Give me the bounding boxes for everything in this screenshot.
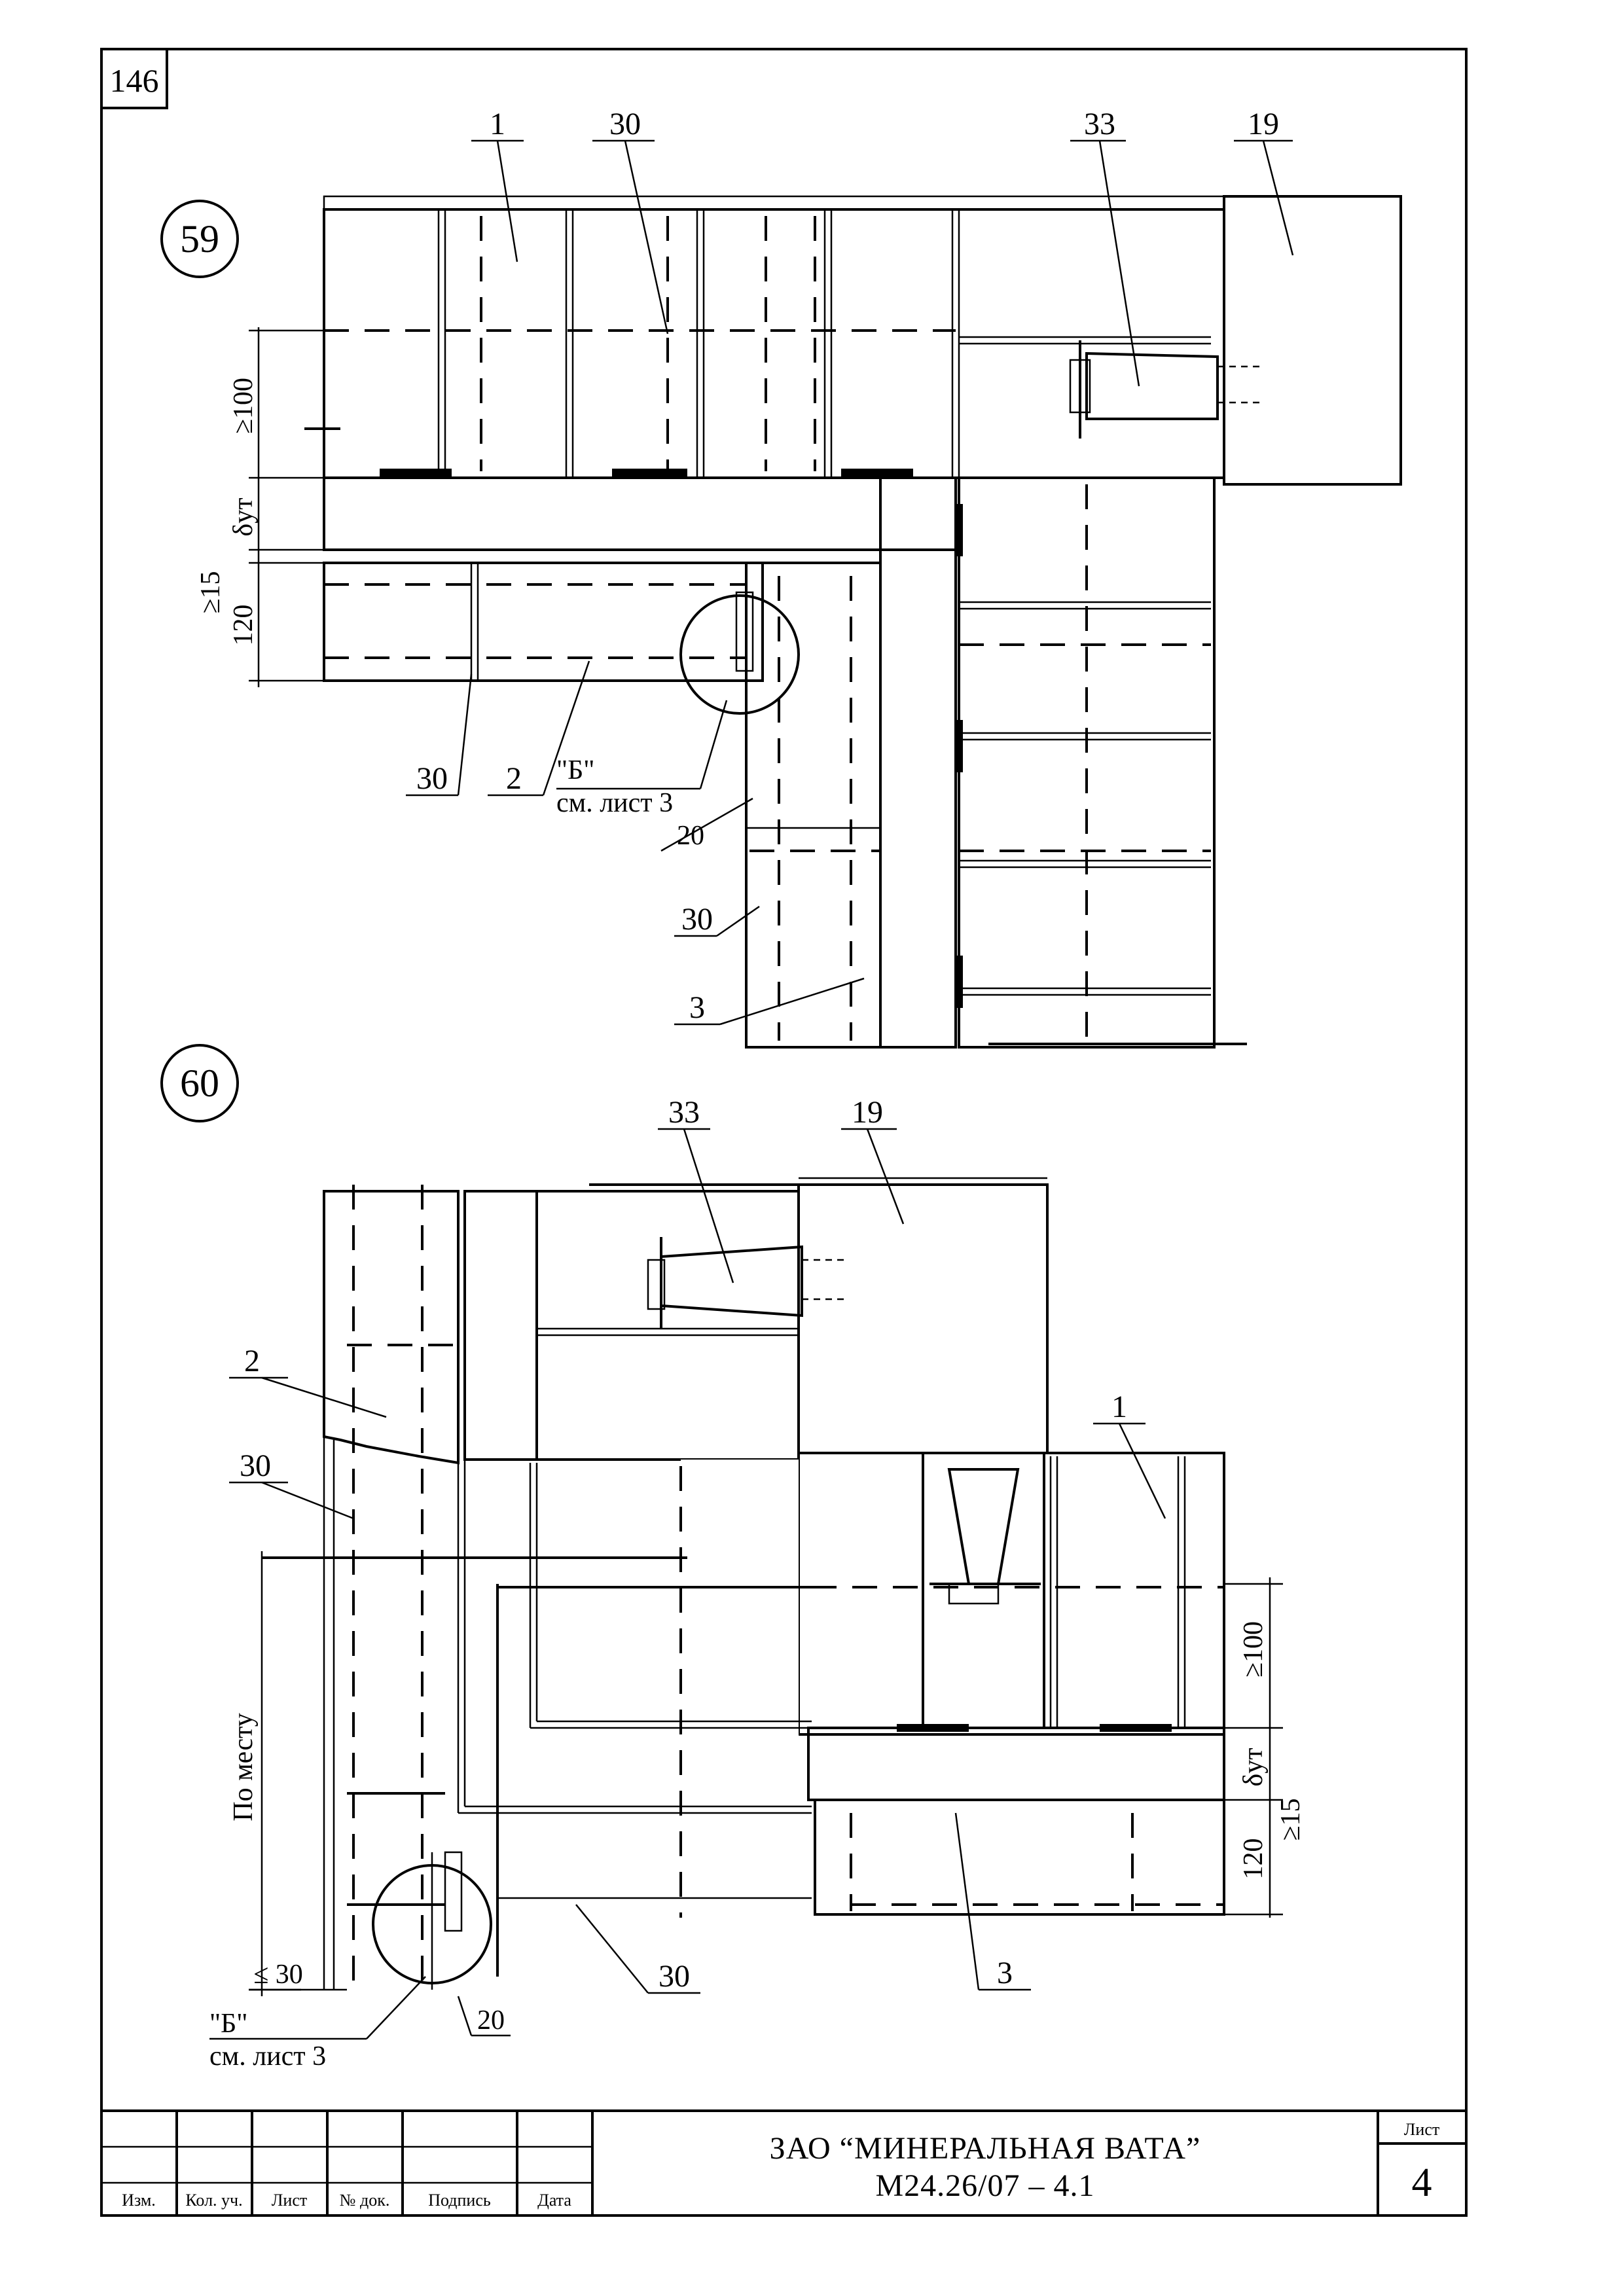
callout-33: 33 — [1084, 107, 1115, 141]
document-code: М24.26/07 – 4.1 — [875, 2168, 1094, 2203]
dim-min-15: ≥15 — [1276, 1798, 1306, 1840]
sheet-number: 4 — [1412, 2161, 1432, 2205]
outer-wall-return — [958, 476, 1216, 1049]
anchor-33-lower — [922, 1452, 1045, 1729]
dim-max-30: ≤ 30 — [253, 1960, 303, 1990]
callout-19: 19 — [852, 1095, 883, 1130]
detail-number-59: 59 — [180, 217, 219, 260]
callout-30: 30 — [240, 1448, 271, 1483]
detail-number-60: 60 — [180, 1062, 219, 1105]
header-date: Дата — [537, 2191, 571, 2210]
inner-wall-vertical — [745, 562, 882, 1049]
anchor-33 — [647, 1237, 844, 1329]
detail-59: 59 — [160, 107, 1402, 1049]
callout-30-lower: 30 — [659, 1959, 690, 1994]
insulation-layer-vertical — [463, 1190, 538, 1461]
dimension-chain-60: По месту ≥100 δут ≥15 120 ≤ 30 20 — [228, 1551, 1306, 2037]
anchor-33 — [1069, 340, 1263, 439]
callout-3: 3 — [689, 990, 705, 1025]
callout-3: 3 — [997, 1956, 1013, 1990]
dim-min-15: ≥15 — [196, 571, 226, 613]
column-19 — [797, 1183, 1049, 1454]
outer-wall-masonry — [797, 1452, 1225, 1736]
callout-30-left: 30 — [416, 761, 448, 796]
header-doc-no: № док. — [340, 2191, 390, 2210]
plaster-strip — [323, 195, 1225, 211]
callout-1: 1 — [490, 107, 505, 141]
inner-wall-masonry — [323, 1190, 460, 1465]
dim-insulation-thickness: δут — [228, 497, 259, 536]
callout-2: 2 — [244, 1344, 260, 1378]
sheet-label: Лист — [1404, 2120, 1439, 2139]
detail-b-circle — [679, 594, 800, 715]
dim-min-100: ≥100 — [228, 378, 259, 434]
dimension-chain-59: ≥100 δут ≥15 120 20 — [196, 327, 753, 852]
detail-60: 60 — [160, 1044, 1306, 2072]
callout-2: 2 — [506, 761, 522, 796]
dim-min-100: ≥100 — [1238, 1621, 1269, 1677]
header-kol-uch: Кол. уч. — [185, 2191, 242, 2210]
column-19 — [1223, 195, 1402, 486]
callout-19: 19 — [1248, 107, 1279, 141]
insulation-layer — [807, 1727, 1225, 1801]
dim-120: 120 — [228, 605, 259, 646]
callout-1: 1 — [1111, 1390, 1127, 1424]
page-number: 146 — [110, 62, 159, 99]
detail-marker-59 — [160, 200, 239, 278]
header-izm: Изм. — [122, 2191, 156, 2210]
callout-30: 30 — [609, 107, 641, 141]
dim-120: 120 — [1238, 1839, 1269, 1880]
title-block: Изм. Кол. уч. Лист № док. Подпись Дата З… — [100, 2109, 1468, 2217]
dim-po-mestu: По месту — [228, 1713, 259, 1821]
outer-wall-lower — [814, 1799, 1225, 1916]
callout-30-lower: 30 — [681, 902, 713, 937]
insulation-layer-vertical — [879, 476, 957, 1049]
header-signature: Подпись — [428, 2191, 491, 2210]
note-b-ref: см. лист 3 — [209, 2041, 326, 2072]
dim-20: 20 — [477, 2005, 505, 2036]
note-b-ref: см. лист 3 — [556, 788, 673, 818]
dim-20: 20 — [677, 821, 704, 851]
header-list: Лист — [272, 2191, 307, 2210]
dim-insulation-thickness: δут — [1238, 1748, 1269, 1786]
insulation-layer — [323, 476, 957, 551]
page-number-box — [100, 48, 168, 109]
callout-33: 33 — [668, 1095, 700, 1130]
company-name: ЗАО “МИНЕРАЛЬНАЯ ВАТА” — [770, 2131, 1201, 2166]
detail-marker-60 — [160, 1044, 239, 1122]
inner-wall-masonry — [323, 562, 764, 682]
note-b-title: "Б" — [209, 2009, 247, 2039]
note-b-title: "Б" — [556, 755, 594, 785]
outer-wall-upper — [535, 1190, 800, 1461]
